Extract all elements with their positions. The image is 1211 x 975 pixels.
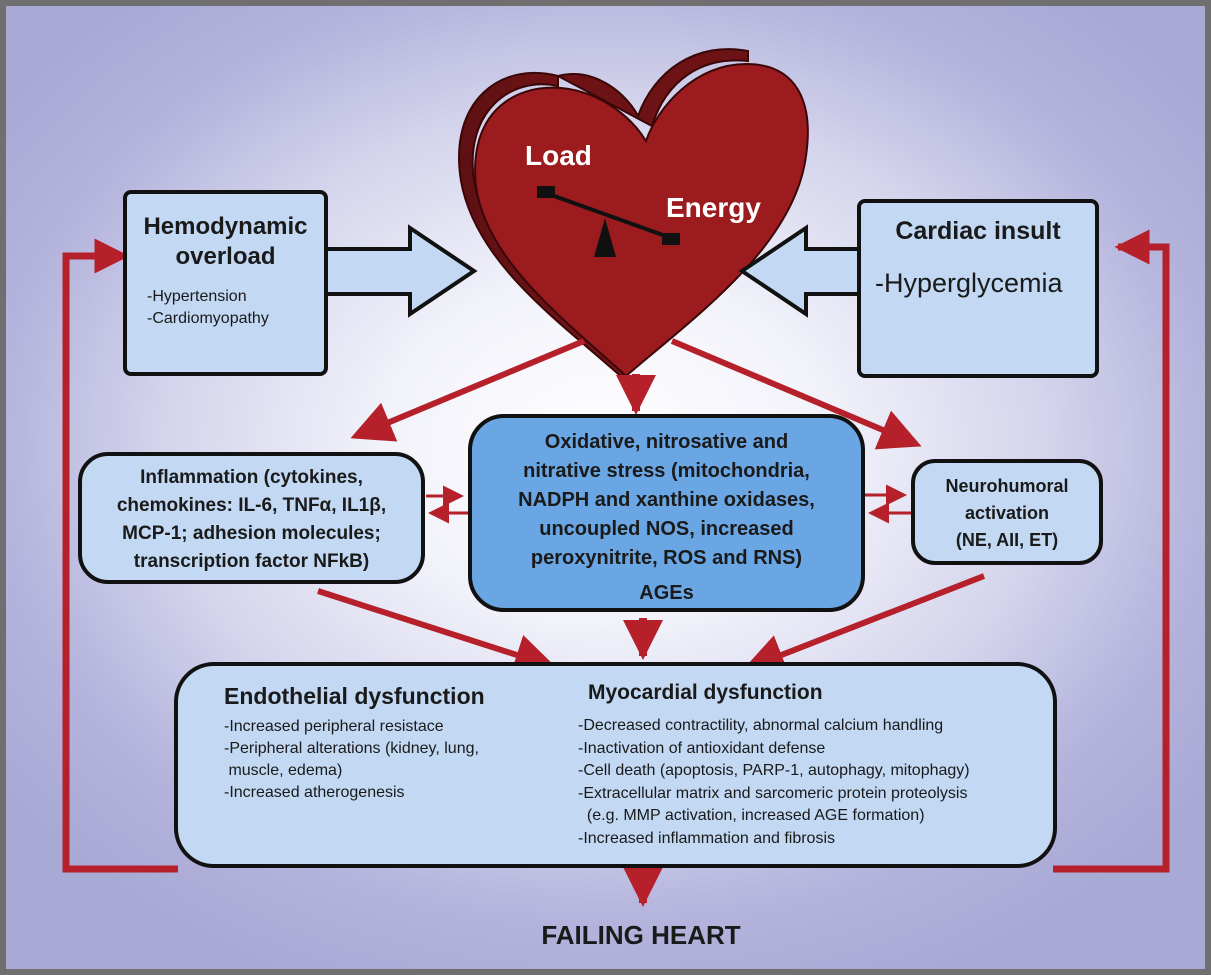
inflammation-box: Inflammation (cytokines, chemokines: IL-… — [78, 452, 425, 584]
list-item: -Increased inflammation and fibrosis — [578, 829, 836, 847]
hemodynamic-title: Hemodynamic overload — [143, 213, 308, 270]
cardiac-insult-items: -Hyperglycemia — [875, 268, 1095, 299]
right-block-arrow — [738, 224, 863, 318]
energy-label: Energy — [666, 192, 761, 223]
load-label: Load — [525, 140, 592, 171]
list-item: -Cell death (apoptosis, PARP-1, autophag… — [578, 762, 970, 779]
myocardial-dysfunction-items: -Decreased contractility, abnormal calci… — [578, 715, 970, 850]
list-item: -Increased peripheral resistace — [224, 718, 444, 735]
seesaw-beam — [542, 190, 675, 241]
cardiac-insult-title: Cardiac insult — [895, 217, 1061, 245]
heart-back — [555, 48, 749, 128]
list-item: -Peripheral alterations (kidney, lung, — [224, 740, 479, 757]
list-item: -Hypertension — [147, 288, 247, 305]
myocardial-dysfunction-title: Myocardial dysfunction — [588, 681, 823, 704]
endothelial-dysfunction-title: Endothelial dysfunction — [224, 683, 485, 709]
seesaw-load-weight — [537, 186, 555, 198]
arrow-neurohumoral-to-dysfunction — [742, 573, 986, 675]
ages-label: AGEs — [639, 582, 694, 604]
list-item: -Hyperglycemia — [875, 268, 1063, 298]
hemodynamic-items: -Hypertension -Cardiomyopathy — [147, 286, 324, 330]
list-item: -Decreased contractility, abnormal calci… — [578, 717, 944, 734]
arrow-inflammation-to-dysfunction — [317, 588, 557, 675]
cardiac-insult-box: Cardiac insult -Hyperglycemia — [857, 199, 1099, 378]
inflammation-text: Inflammation (cytokines, chemokines: IL-… — [116, 467, 387, 572]
arrow-heart-to-inflammation — [350, 338, 586, 442]
heart-front — [474, 62, 809, 378]
neurohumoral-text: Neurohumoral activation (NE, AII, ET) — [945, 476, 1069, 550]
feedback-loop-left — [62, 238, 178, 873]
feedback-loop-right — [1053, 229, 1170, 873]
list-item: (e.g. MMP activation, increased AGE form… — [578, 807, 925, 824]
dysfunction-box: Endothelial dysfunction -Increased perip… — [174, 662, 1057, 868]
list-item: -Cardiomyopathy — [147, 310, 269, 327]
arrow-heart-to-neurohumoral — [670, 338, 922, 450]
oxidative-stress-box: Oxidative, nitrosative and nitrative str… — [468, 414, 865, 612]
list-item: -Increased atherogenesis — [224, 784, 405, 801]
oxidative-stress-text: Oxidative, nitrosative and nitrative str… — [518, 431, 815, 569]
seesaw-energy-weight — [662, 233, 680, 245]
list-item: muscle, edema) — [224, 762, 343, 779]
heart-illustration — [458, 48, 809, 384]
list-item: -Extracellular matrix and sarcomeric pro… — [578, 784, 968, 802]
hemodynamic-overload-box: Hemodynamic overload -Hypertension -Card… — [123, 190, 328, 376]
seesaw-fulcrum — [594, 218, 616, 257]
failing-heart-label: FAILING HEART — [541, 920, 741, 950]
diagram-graphics — [62, 48, 1170, 907]
list-item: -Inactivation of antioxidant defense — [578, 739, 826, 757]
endothelial-dysfunction-items: -Increased peripheral resistace -Periphe… — [224, 716, 479, 804]
neurohumoral-box: Neurohumoral activation (NE, AII, ET) — [911, 459, 1103, 565]
